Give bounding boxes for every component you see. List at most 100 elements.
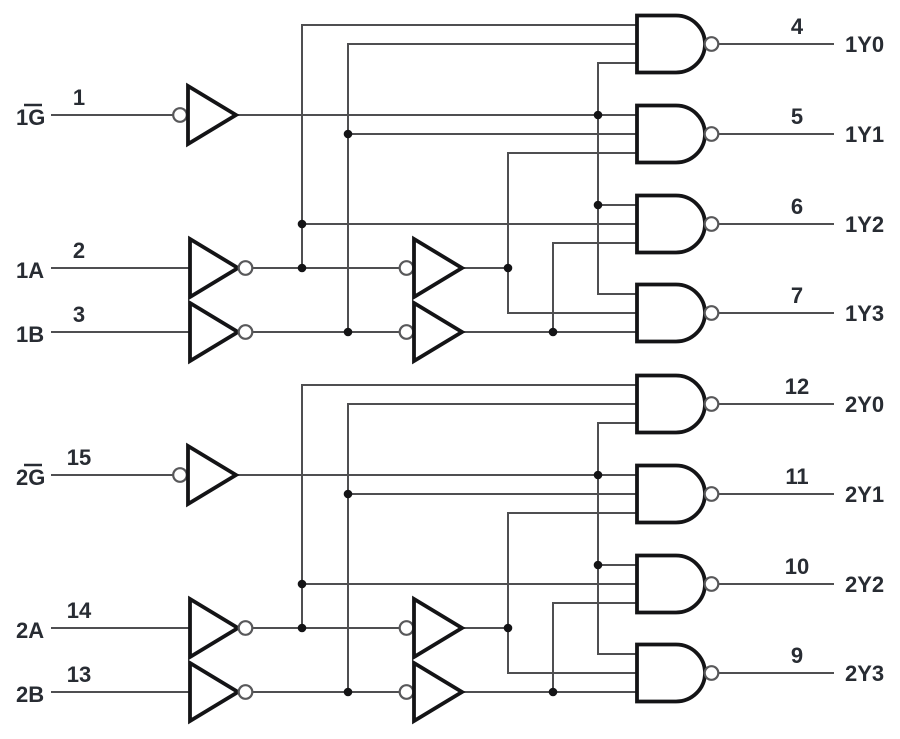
inverter-output-bubble bbox=[237, 260, 254, 276]
output-y1-label: 1Y1 bbox=[845, 122, 884, 147]
junction-dot bbox=[503, 623, 513, 633]
input-g-pin: 15 bbox=[67, 445, 91, 470]
inverter-input-bubble bbox=[172, 107, 188, 123]
nand-gate-y2 bbox=[635, 553, 720, 615]
buffer-input-bubble bbox=[398, 260, 415, 276]
output-y2-label: 1Y2 bbox=[845, 212, 884, 237]
inverter-triangle bbox=[186, 82, 240, 148]
nand-output-bubble bbox=[703, 305, 720, 321]
junction-dot bbox=[593, 470, 603, 480]
input-a-inverter bbox=[188, 595, 254, 661]
nand-body bbox=[635, 642, 707, 704]
nand-output-bubble bbox=[703, 576, 720, 592]
input-a-label: 1A bbox=[16, 258, 44, 283]
decoder-2-section: 2G 15 2A 14 2B 13 12 2Y0 11 2Y1 10 2Y2 9… bbox=[16, 373, 884, 725]
inverter-input-bubble bbox=[172, 467, 188, 483]
buffer-triangle bbox=[412, 235, 466, 301]
decoder-1-section: 1G 1 1A 2 1B 3 4 1Y0 5 1Y1 6 1Y2 7 1Y3 bbox=[16, 13, 884, 365]
junction-dot bbox=[503, 263, 513, 273]
nand-body bbox=[635, 282, 707, 344]
output-y2-pin: 6 bbox=[791, 194, 803, 219]
input-a-pin: 14 bbox=[67, 598, 92, 623]
input-b-buffer bbox=[398, 659, 466, 725]
input-a-pin: 2 bbox=[73, 238, 85, 263]
junction-dots bbox=[297, 110, 603, 337]
inverter-output-bubble bbox=[237, 620, 254, 636]
nand-output-bubble bbox=[703, 36, 720, 52]
buffer-input-bubble bbox=[398, 324, 415, 340]
input-b-inverter bbox=[188, 299, 254, 365]
output-y3-pin: 9 bbox=[791, 643, 803, 668]
junction-dot bbox=[343, 687, 353, 697]
output-y0-pin: 4 bbox=[791, 14, 804, 39]
nand-body bbox=[635, 103, 707, 165]
junction-dot bbox=[297, 623, 307, 633]
junction-dot bbox=[297, 263, 307, 273]
nand-gate-y1 bbox=[635, 463, 720, 525]
input-g-pin: 1 bbox=[73, 85, 85, 110]
nand-gate-y3 bbox=[635, 642, 720, 704]
inverter-triangle bbox=[188, 595, 242, 661]
output-y1-label: 2Y1 bbox=[845, 482, 884, 507]
nand-gate-y3 bbox=[635, 282, 720, 344]
output-y3-label: 2Y3 bbox=[845, 661, 884, 686]
junction-dot bbox=[297, 219, 307, 229]
input-a-inverter bbox=[188, 235, 254, 301]
input-g-label: 1G bbox=[16, 105, 45, 130]
output-y3-label: 1Y3 bbox=[845, 301, 884, 326]
buffer-input-bubble bbox=[398, 620, 415, 636]
junction-dot bbox=[548, 327, 558, 337]
input-a-label: 2A bbox=[16, 618, 44, 643]
nand-gate-y1 bbox=[635, 103, 720, 165]
nand-output-bubble bbox=[703, 396, 720, 412]
buffer-triangle bbox=[412, 595, 466, 661]
input-g-label: 2G bbox=[16, 465, 45, 490]
output-y0-label: 1Y0 bbox=[845, 32, 884, 57]
inverter-output-bubble bbox=[237, 324, 254, 340]
nand-output-bubble bbox=[703, 216, 720, 232]
enable-inverter bbox=[172, 82, 240, 148]
nand-output-bubble bbox=[703, 126, 720, 142]
nand-body bbox=[635, 13, 707, 75]
input-a-buffer bbox=[398, 235, 466, 301]
nand-gate-y2 bbox=[635, 193, 720, 255]
input-b-label: 2B bbox=[16, 682, 44, 707]
junction-dot bbox=[343, 327, 353, 337]
input-b-inverter bbox=[188, 659, 254, 725]
output-y2-pin: 10 bbox=[785, 554, 809, 579]
junction-dot bbox=[548, 687, 558, 697]
output-y0-label: 2Y0 bbox=[845, 392, 884, 417]
nand-gate-y0 bbox=[635, 13, 720, 75]
junction-dots bbox=[297, 470, 603, 697]
enable-inverter bbox=[172, 442, 240, 508]
nand-body bbox=[635, 373, 707, 435]
output-y1-pin: 11 bbox=[785, 464, 808, 489]
input-a-buffer bbox=[398, 595, 466, 661]
inverter-triangle bbox=[188, 659, 242, 725]
nand-output-bubble bbox=[703, 665, 720, 681]
inverter-triangle bbox=[186, 442, 240, 508]
input-b-pin: 3 bbox=[73, 302, 85, 327]
output-y1-pin: 5 bbox=[791, 104, 803, 129]
junction-dot bbox=[593, 110, 603, 120]
input-b-label: 1B bbox=[16, 322, 44, 347]
junction-dot bbox=[343, 129, 353, 139]
nand-output-bubble bbox=[703, 486, 720, 502]
inverter-output-bubble bbox=[237, 684, 254, 700]
output-y2-label: 2Y2 bbox=[845, 572, 884, 597]
buffer-input-bubble bbox=[398, 684, 415, 700]
input-b-buffer bbox=[398, 299, 466, 365]
junction-dot bbox=[343, 489, 353, 499]
junction-dot bbox=[593, 560, 603, 570]
buffer-triangle bbox=[412, 659, 466, 725]
nand-body bbox=[635, 553, 707, 615]
wire-network bbox=[51, 24, 834, 333]
inverter-triangle bbox=[188, 235, 242, 301]
junction-dot bbox=[593, 200, 603, 210]
input-b-pin: 13 bbox=[67, 662, 91, 687]
output-y0-pin: 12 bbox=[785, 374, 809, 399]
junction-dot bbox=[297, 579, 307, 589]
inverter-triangle bbox=[188, 299, 242, 365]
